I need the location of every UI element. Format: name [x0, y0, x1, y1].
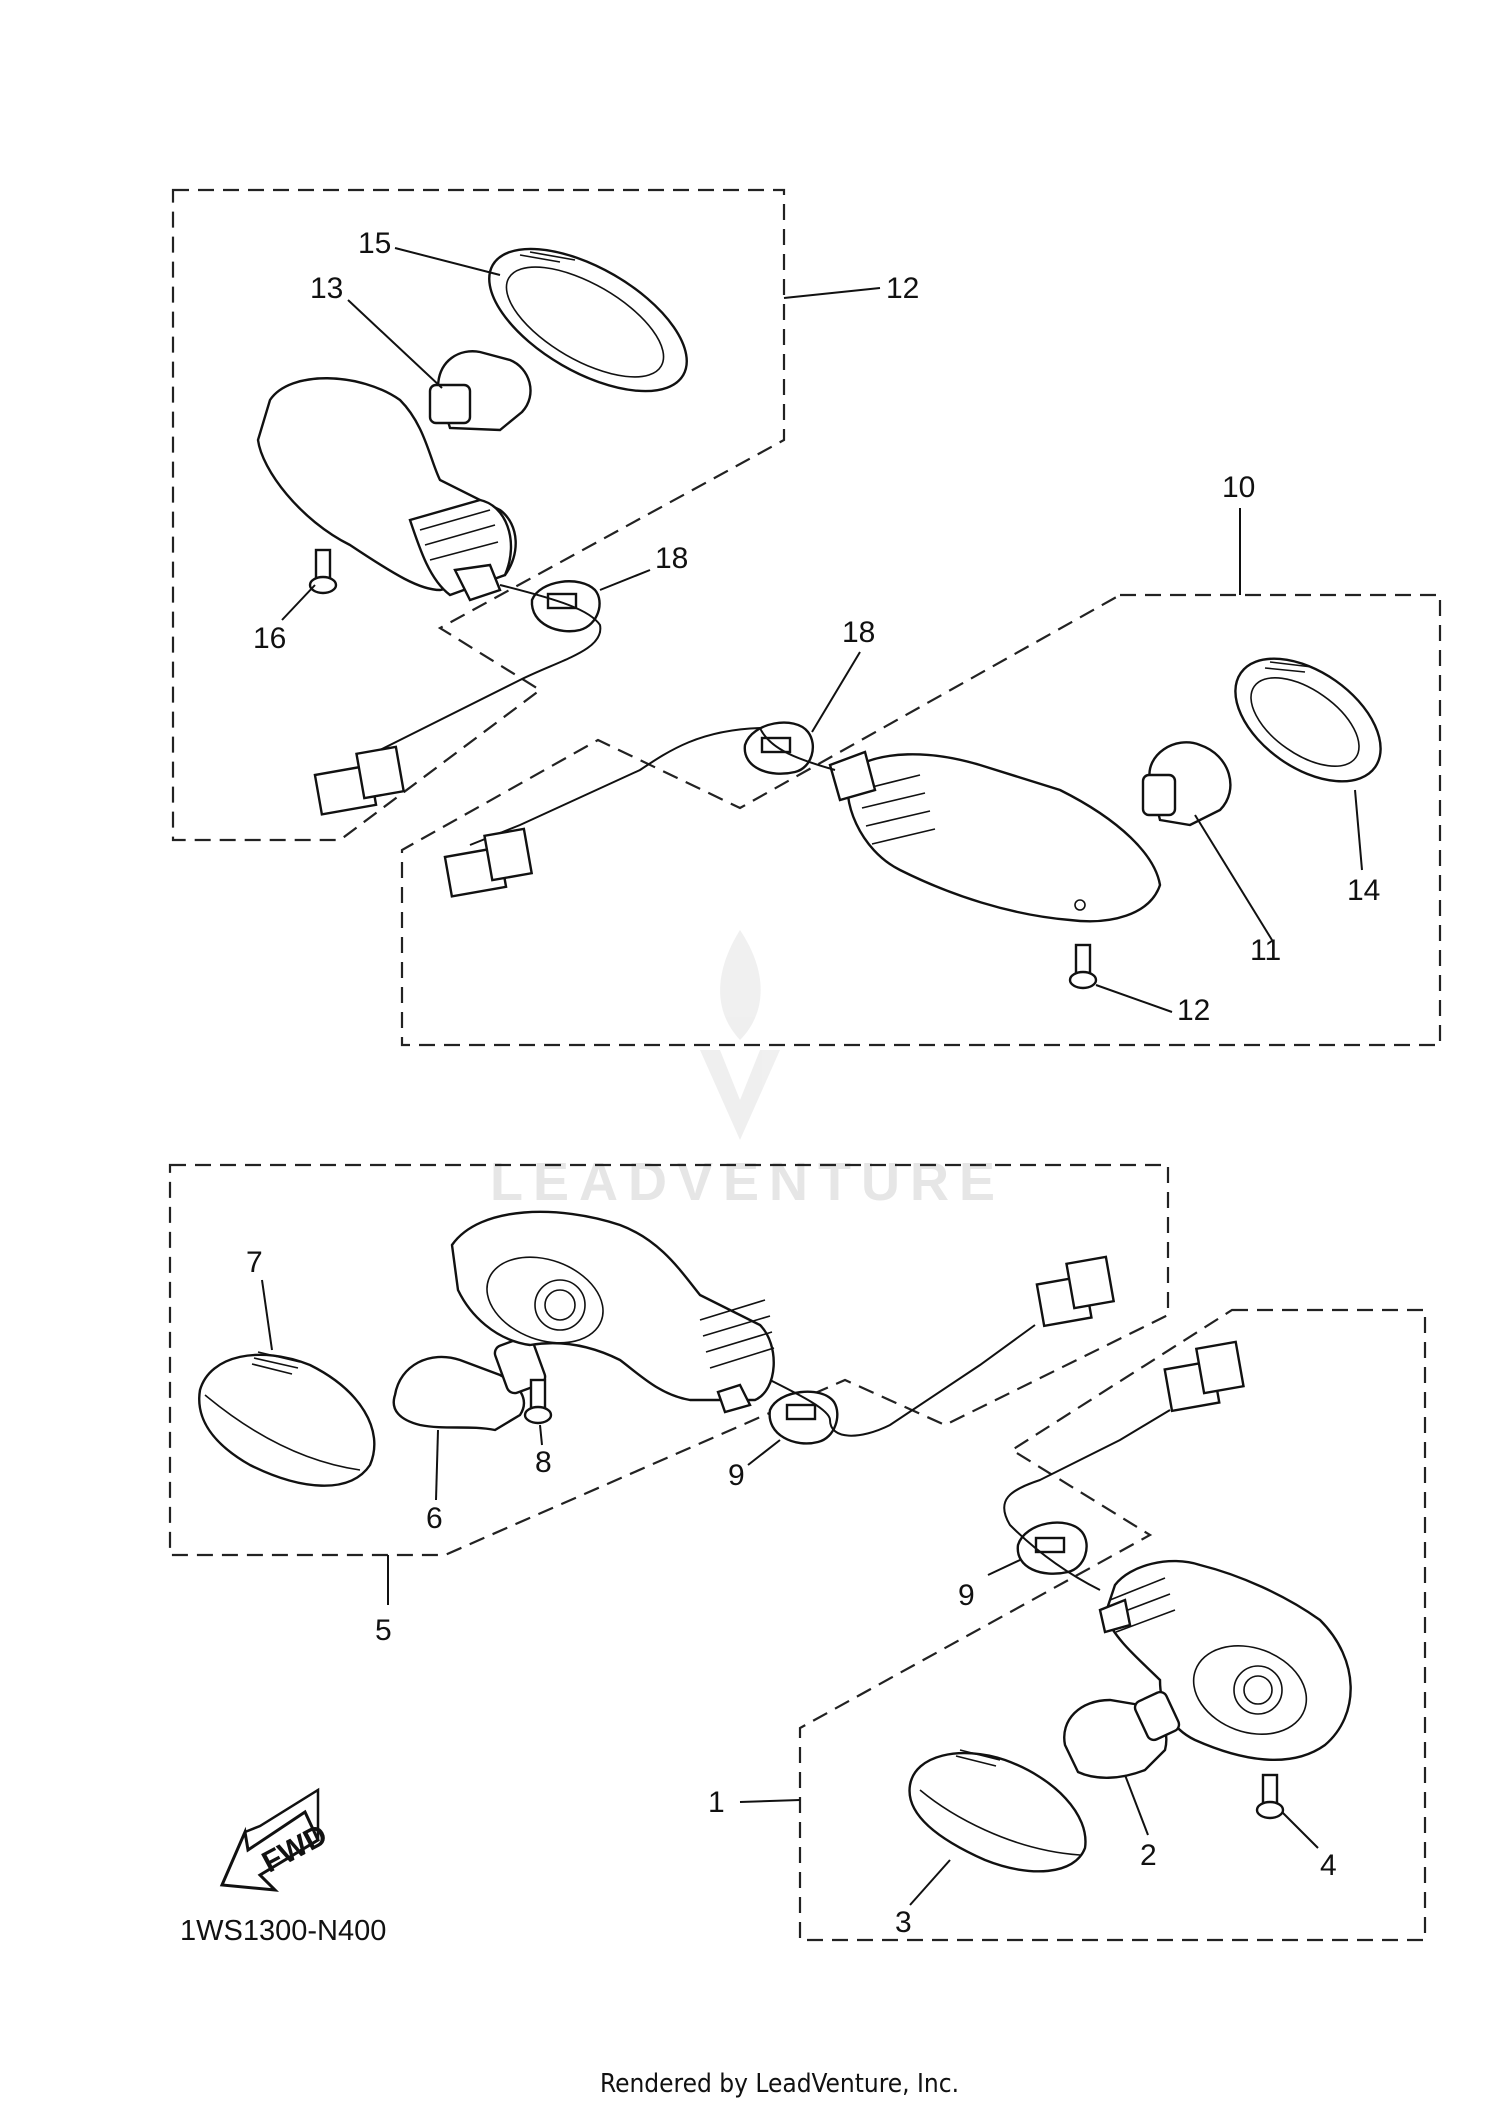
leader-15 — [347, 299, 443, 389]
callout-9b: 9 — [958, 1579, 975, 1612]
leader-17 — [281, 584, 316, 621]
callout-15: 13 — [310, 272, 343, 305]
leader-8 — [539, 1424, 543, 1446]
grommet-part-18a — [530, 580, 601, 633]
leader-2 — [1124, 1774, 1149, 1836]
callout-9a: 9 — [728, 1459, 745, 1492]
leader-9b — [987, 1559, 1021, 1576]
wire-14 — [359, 584, 602, 761]
callout-18a: 18 — [655, 542, 688, 575]
callout-4: 4 — [1320, 1849, 1337, 1882]
callout-8: 8 — [535, 1446, 552, 1479]
callout-2: 2 — [1140, 1839, 1157, 1872]
assembly-1-outline — [798, 1308, 1427, 1942]
wire-1 — [1003, 1409, 1171, 1591]
lens-part-16 — [488, 247, 688, 393]
callout-11: 11 — [1250, 934, 1281, 967]
watermark-logo — [700, 930, 780, 1140]
wire-5 — [769, 1324, 1036, 1437]
leader-7 — [261, 1279, 273, 1351]
lens-part-3 — [908, 1749, 1087, 1873]
callout-6: 6 — [426, 1502, 443, 1535]
assembly-5-outline — [168, 1163, 1170, 1557]
callout-3: 3 — [895, 1906, 912, 1939]
screw-part-8 — [523, 1378, 553, 1425]
callout-10: 10 — [1222, 471, 1255, 504]
screw-part-13 — [1068, 943, 1098, 990]
fwd-arrow-icon — [219, 1787, 320, 1892]
wire-10 — [469, 726, 836, 846]
callout-18b: 18 — [842, 616, 875, 649]
callout-1: 1 — [708, 1786, 725, 1819]
leader-4 — [1281, 1811, 1319, 1849]
leader-18a — [599, 569, 651, 591]
housing-part-10 — [828, 750, 1162, 923]
leader-6 — [435, 1429, 439, 1501]
connector-10 — [443, 827, 534, 898]
screw-part-17 — [308, 548, 338, 595]
watermark-text: LEADVENTURE — [490, 1152, 1005, 1212]
leader-18b — [811, 651, 861, 733]
housing-part-14 — [256, 377, 517, 602]
diagram-code: 1WS1300-N400 — [180, 1915, 386, 1947]
connector-5 — [1035, 1255, 1116, 1328]
connector-1 — [1163, 1340, 1245, 1413]
leader-1 — [739, 1799, 801, 1803]
callout-5: 5 — [375, 1614, 392, 1647]
grommet-part-9b — [1016, 1521, 1088, 1575]
bulb-part-2 — [1063, 1690, 1181, 1779]
leader-16 — [394, 247, 501, 276]
leader-13 — [1095, 984, 1173, 1013]
leader-12 — [1354, 789, 1363, 871]
housing-part-5 — [450, 1210, 775, 1414]
bulb-part-15 — [428, 350, 532, 432]
assembly-10-outline — [400, 593, 1442, 1047]
callout-12: 14 — [1347, 874, 1380, 907]
grommet-part-9a — [768, 1390, 839, 1445]
leader-11 — [1194, 814, 1273, 941]
callout-13: 12 — [1177, 994, 1210, 1027]
callout-17: 16 — [253, 622, 286, 655]
callout-16: 15 — [358, 227, 391, 260]
leader-9a — [747, 1439, 781, 1466]
leader-14 — [783, 287, 881, 299]
assembly-14-outline — [171, 188, 786, 842]
connector-14 — [313, 745, 406, 816]
leader-3 — [909, 1859, 951, 1906]
lens-part-12 — [1234, 657, 1382, 783]
screw-part-4 — [1255, 1773, 1285, 1820]
lens-part-7 — [198, 1351, 376, 1487]
callout-14: 12 — [886, 272, 919, 305]
callout-7: 7 — [246, 1246, 263, 1279]
bulb-part-11 — [1141, 741, 1232, 827]
footer-credit: Rendered by LeadVenture, Inc. — [600, 2069, 959, 2099]
